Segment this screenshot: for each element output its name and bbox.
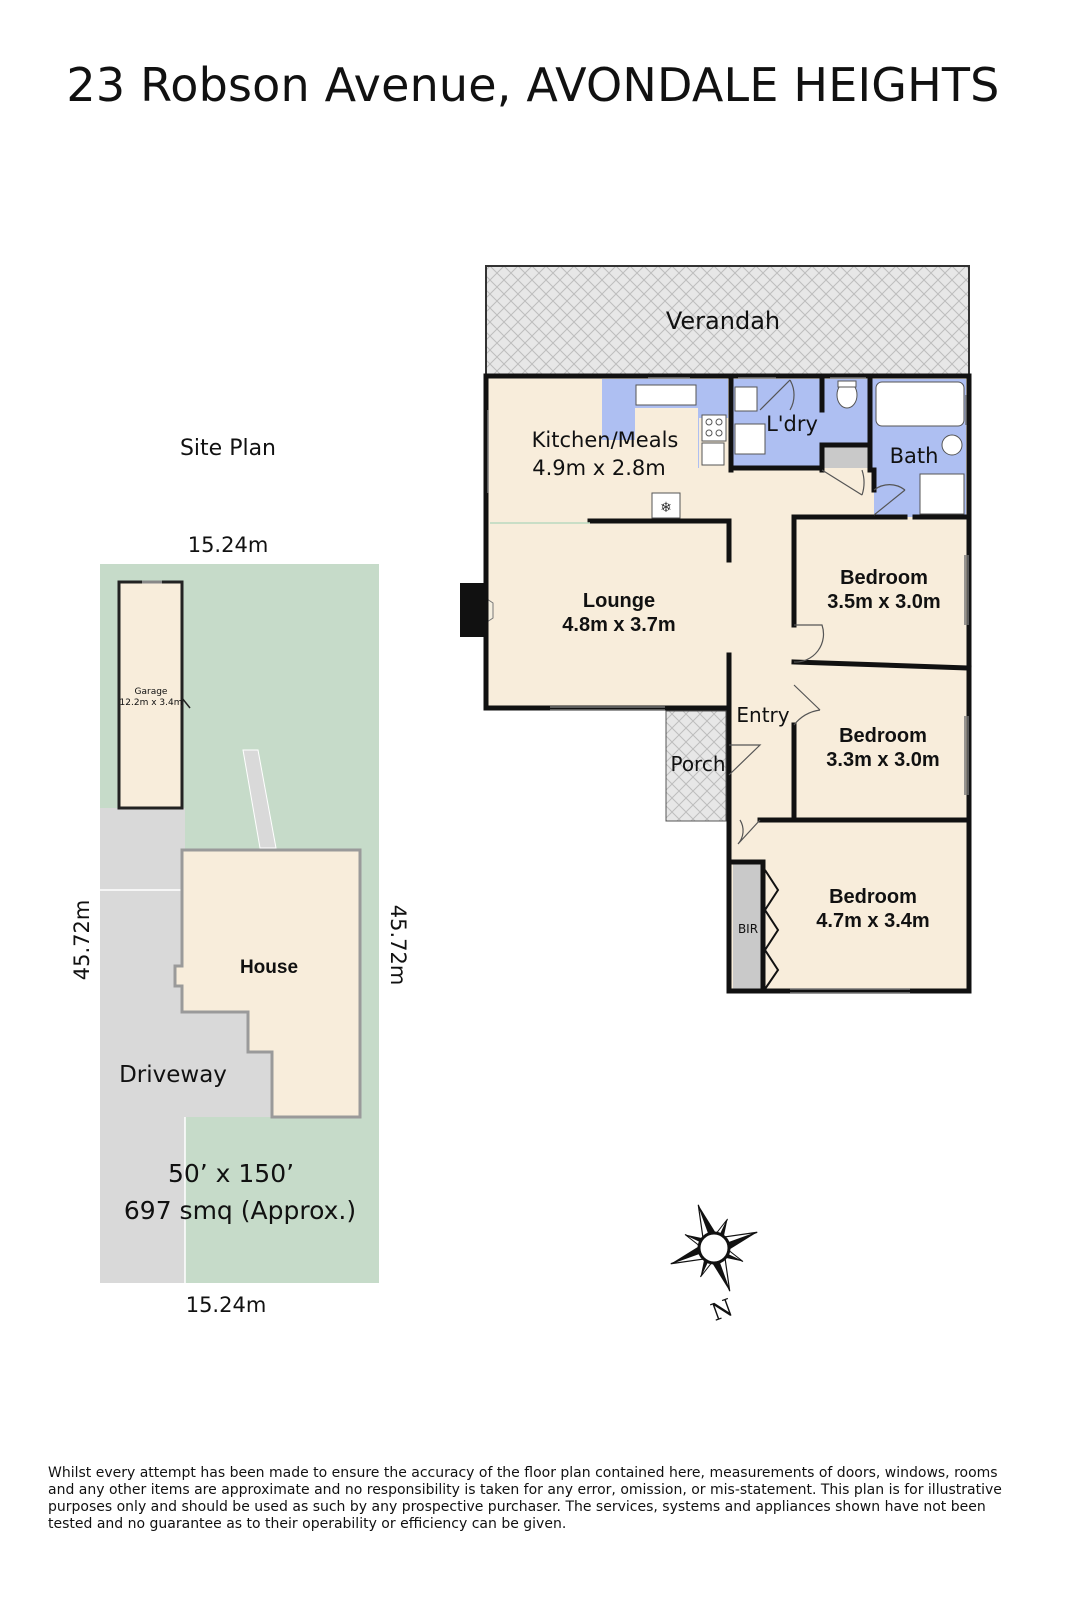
garage-label: Garage — [135, 687, 168, 697]
built-in-robe — [733, 862, 763, 989]
site-top-width-label: 15.24m — [188, 533, 269, 557]
lot-size-label: 50’ x 150’ — [168, 1159, 294, 1188]
windows — [487, 377, 969, 994]
driveway-area — [100, 808, 272, 1283]
room-name-bath: Bath — [890, 444, 939, 468]
site-bottom-width-label: 15.24m — [186, 1293, 267, 1317]
room-size-bedroom-1: 3.5m x 3.0m — [827, 591, 940, 613]
garage — [117, 580, 184, 810]
fixtures: ❄ — [635, 380, 965, 519]
room-size-bedroom-2: 3.3m x 3.0m — [826, 749, 939, 771]
room-name-laundry: L'dry — [766, 412, 818, 436]
basin-icon — [941, 434, 963, 456]
compass-rose-icon: N — [670, 1204, 758, 1327]
room-name-porch: Porch — [670, 752, 725, 776]
room-labels: Verandah Kitchen/Meals 4.9m x 2.8m L'dry… — [532, 307, 941, 936]
house-label: House — [240, 957, 298, 978]
heater-icon — [651, 492, 681, 519]
room-name-kitchen: Kitchen/Meals — [532, 428, 679, 452]
page-title: 23 Robson Avenue, AVONDALE HEIGHTS — [66, 58, 1000, 112]
room-name-entry: Entry — [736, 703, 789, 727]
room-size-bedroom-3: 4.7m x 3.4m — [816, 910, 929, 932]
room-size-lounge: 4.8m x 3.7m — [562, 614, 675, 636]
cooktop-icon — [701, 414, 727, 442]
room-name-lounge: Lounge — [583, 590, 655, 612]
driveway-label: Driveway — [119, 1062, 227, 1088]
front-path — [242, 749, 277, 849]
room-name-verandah: Verandah — [666, 307, 780, 335]
room-name-bedroom-1: Bedroom — [840, 567, 928, 589]
site-right-depth-label: 45.72m — [386, 905, 410, 986]
floor-plan: ❄ Verandah Kitchen/Meals 4.9m x 2.8m L'd… — [460, 265, 972, 994]
north-label: N — [707, 1293, 736, 1326]
room-name-bir: BIR — [738, 922, 758, 936]
porch — [665, 710, 727, 822]
site-left-depth-label: 45.72m — [70, 900, 94, 981]
washing-machine-icon — [734, 423, 766, 455]
site-plan: Site Plan 15.24m 15.24m Garage 12.2m x 3… — [70, 436, 410, 1317]
lot-area-label: 697 smq (Approx.) — [124, 1196, 356, 1225]
garage-size-label: 12.2m x 3.4m — [120, 698, 183, 708]
shower-icon — [919, 473, 965, 515]
house-footprint — [173, 848, 362, 1119]
kitchen-sink-icon — [635, 384, 697, 406]
bathtub-icon — [875, 381, 965, 427]
verandah — [485, 265, 970, 377]
laundry-sink-icon — [734, 386, 758, 412]
walls — [483, 373, 972, 994]
room-size-kitchen: 4.9m x 2.8m — [532, 456, 666, 480]
disclaimer-text: Whilst every attempt has been made to en… — [48, 1465, 1002, 1532]
fireplace — [460, 583, 484, 637]
door-swings — [728, 379, 906, 990]
linen-cupboard — [822, 446, 869, 468]
room-name-bedroom-2: Bedroom — [839, 725, 927, 747]
room-name-bedroom-3: Bedroom — [829, 886, 917, 908]
svg-text:❄: ❄ — [660, 499, 672, 515]
site-plan-heading: Site Plan — [180, 436, 276, 461]
oven-icon — [701, 442, 725, 466]
